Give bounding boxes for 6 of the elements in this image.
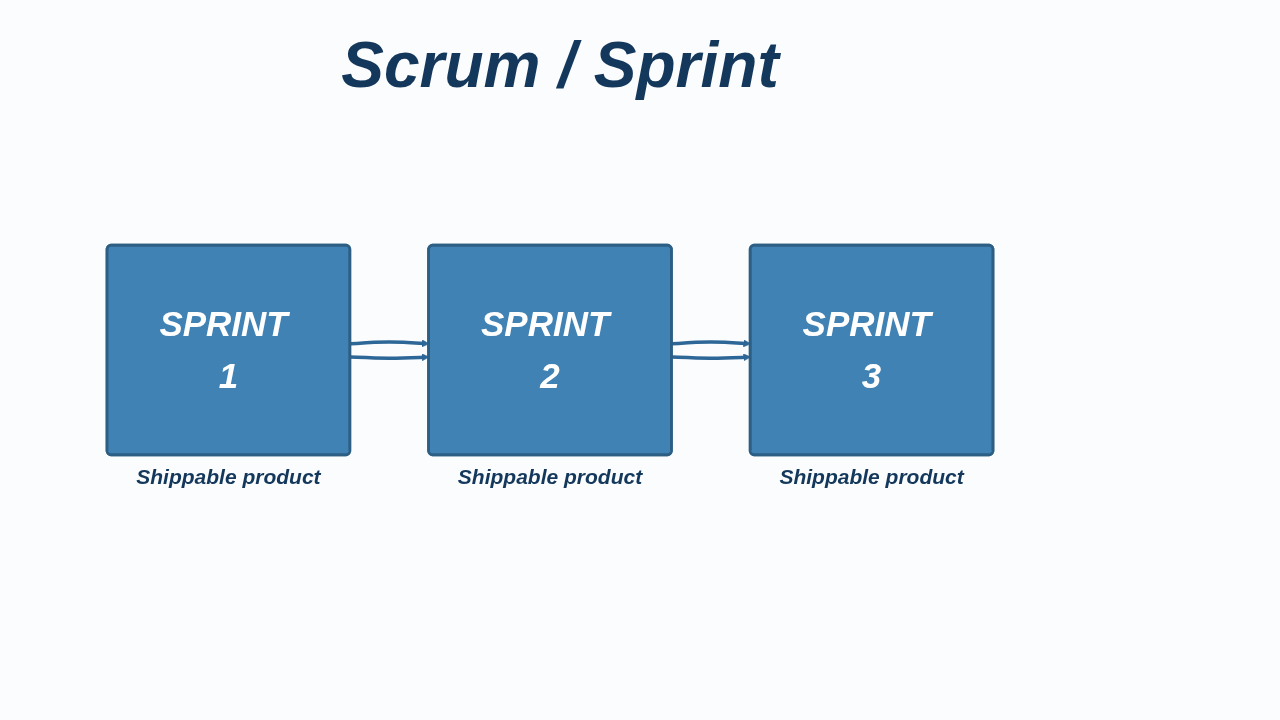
arrow [671,339,751,348]
arrow [671,353,751,362]
node-caption: Shippable product [136,464,321,489]
title: Scrum / Sprint [340,28,782,102]
node-caption: Shippable product [457,464,643,489]
node-caption: Shippable product [779,464,964,489]
